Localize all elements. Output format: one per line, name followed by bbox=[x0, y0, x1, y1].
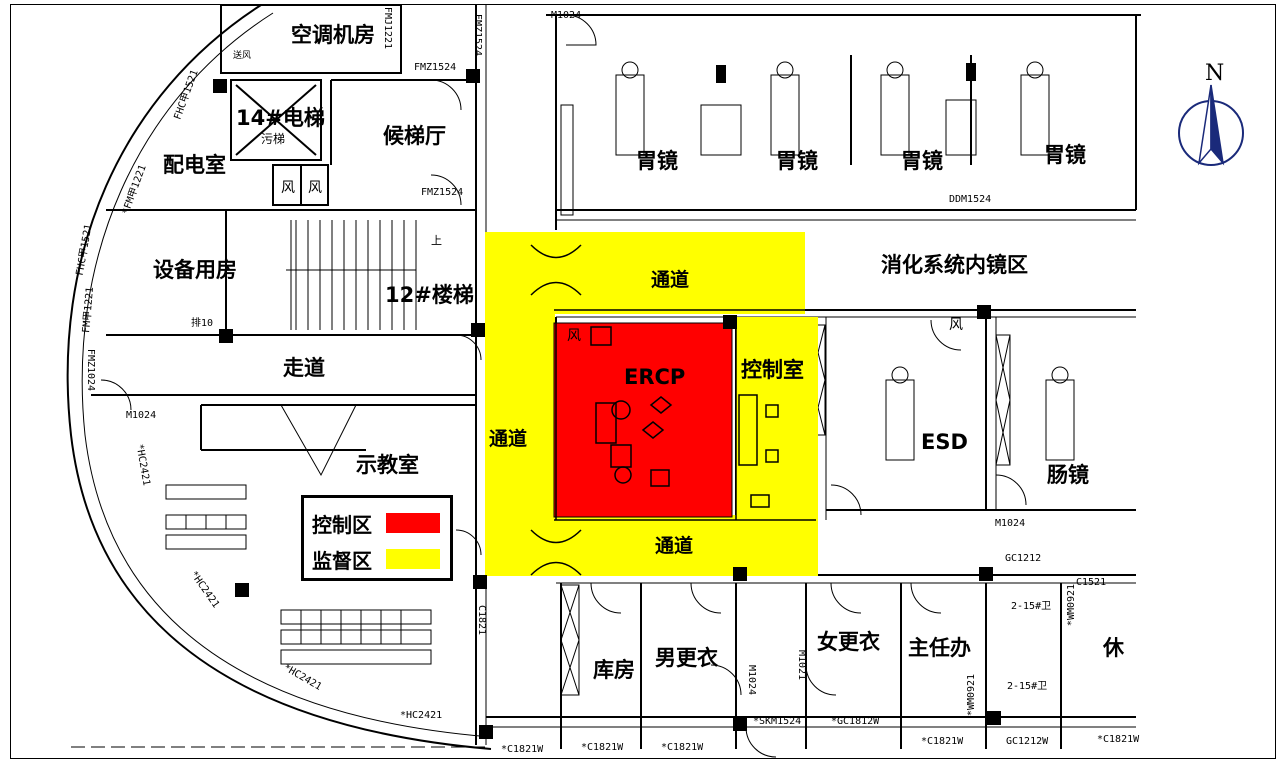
equipment-tag: 排10 bbox=[191, 318, 214, 329]
supervision-zone bbox=[485, 232, 818, 576]
elevator-walls bbox=[230, 79, 322, 161]
window-code: *C1821W bbox=[1097, 734, 1140, 745]
door-code: M1024 bbox=[995, 518, 1026, 529]
passage-top-label: 通道 bbox=[651, 269, 690, 291]
elevator-label: 14#电梯 bbox=[236, 106, 325, 130]
teaching-room-label: 示教室 bbox=[356, 453, 419, 477]
door-code: *WM0921 bbox=[966, 673, 978, 717]
window-code: *GC1812W bbox=[831, 716, 880, 727]
door-code: FMZ1524 bbox=[472, 13, 484, 57]
door-code: GC1212 bbox=[1005, 553, 1042, 564]
floor-plan-frame: 空调机房 14#电梯 污梯 候梯厅 配电室 设备用房 12#楼梯 走道 示教室 … bbox=[10, 4, 1276, 759]
esd-room-label: ESD bbox=[921, 430, 968, 454]
passage-bottom-label: 通道 bbox=[655, 535, 694, 557]
power-room-label: 配电室 bbox=[163, 153, 226, 177]
legend: 控制区 监督区 bbox=[301, 495, 453, 581]
legend-item-control-zone: 控制区 bbox=[312, 510, 372, 537]
structural-columns bbox=[213, 63, 1001, 739]
equipment-room-label: 设备用房 bbox=[153, 258, 237, 282]
legend-item-supervision-zone: 监督区 bbox=[312, 546, 372, 573]
window-code: *C1821W bbox=[661, 742, 704, 753]
ac-room-walls bbox=[220, 5, 402, 74]
floor-plan-drawing bbox=[66, 5, 1141, 758]
gastroscopy-room-1-label: 胃镜 bbox=[636, 149, 678, 173]
door-code: C1521 bbox=[1076, 577, 1107, 588]
gastroscopy-room-3-label: 胃镜 bbox=[901, 149, 943, 173]
window-code: *C1821W bbox=[581, 742, 624, 753]
wind-shaft-label-2: 风 bbox=[308, 180, 322, 196]
window-code: *C1821W bbox=[921, 736, 964, 747]
door-code: M1024 bbox=[551, 10, 582, 21]
ac-room-label: 空调机房 bbox=[291, 23, 375, 47]
toilet-label: 2-15#卫 bbox=[1011, 601, 1052, 612]
double-door-bottom bbox=[530, 529, 582, 576]
door-code: FMZ1024 bbox=[85, 348, 97, 392]
door-code: *WM0921 bbox=[1066, 583, 1078, 627]
legend-label-control-zone: 控制区 bbox=[312, 512, 372, 537]
window-code: *C1821W bbox=[501, 744, 544, 755]
storage-room-label: 库房 bbox=[593, 658, 635, 682]
elevator-hall-label: 候梯厅 bbox=[383, 124, 446, 148]
door-code: *SKM1524 bbox=[753, 716, 802, 727]
door-code: DDM1524 bbox=[949, 194, 992, 205]
corridor-label: 走道 bbox=[283, 356, 325, 380]
wind-shaft-label-3: 风 bbox=[567, 328, 581, 344]
up-stairs-label: 上 bbox=[431, 234, 442, 247]
window-code: GC1212W bbox=[1006, 736, 1049, 747]
door-code: FMJ1221 bbox=[382, 6, 394, 50]
female-changing-room-label: 女更衣 bbox=[817, 630, 880, 654]
north-label: N bbox=[1205, 61, 1225, 86]
rest-room-partial-label: 休 bbox=[1103, 636, 1124, 660]
curved-outer-wall bbox=[66, 5, 492, 750]
stairs-label: 12#楼梯 bbox=[385, 283, 474, 307]
wind-shaft-label-1: 风 bbox=[281, 180, 295, 196]
legend-swatch-supervision-zone bbox=[386, 549, 440, 569]
passage-left-label: 通道 bbox=[489, 428, 528, 450]
door-code: FMZ1524 bbox=[414, 62, 457, 73]
endoscopy-area-label: 消化系统内镜区 bbox=[881, 253, 1028, 277]
colonoscopy-room-label: 肠镜 bbox=[1047, 463, 1089, 487]
male-changing-room-label: 男更衣 bbox=[655, 646, 718, 670]
window-code: *HC2421 bbox=[400, 710, 443, 721]
director-office-label: 主任办 bbox=[908, 636, 971, 660]
wind-shaft-label-4: 风 bbox=[949, 317, 963, 333]
legend-label-supervision-zone: 监督区 bbox=[312, 548, 372, 573]
door-code: M1024 bbox=[746, 664, 758, 696]
double-door-top bbox=[530, 244, 582, 296]
curved-inner-wall bbox=[81, 12, 492, 738]
door-code: M1021 bbox=[796, 649, 808, 681]
north-arrow-icon: N bbox=[1175, 63, 1265, 173]
window-code: C1821 bbox=[476, 604, 488, 636]
control-room-label: 控制室 bbox=[741, 358, 804, 382]
gastroscopy-room-4-label: 胃镜 bbox=[1044, 143, 1086, 167]
door-code: M1024 bbox=[126, 410, 157, 421]
gastroscopy-room-2-label: 胃镜 bbox=[776, 149, 818, 173]
legend-swatch-control-zone bbox=[386, 513, 440, 533]
stair-block bbox=[225, 209, 477, 336]
control-zone bbox=[553, 322, 733, 518]
ercp-room-label: ERCP bbox=[624, 365, 686, 389]
supply-air-label: 送风 bbox=[233, 51, 252, 61]
toilet-label: 2-15#卫 bbox=[1007, 681, 1048, 692]
door-code: FMZ1524 bbox=[421, 187, 464, 198]
freight-elevator-label: 污梯 bbox=[261, 132, 286, 146]
